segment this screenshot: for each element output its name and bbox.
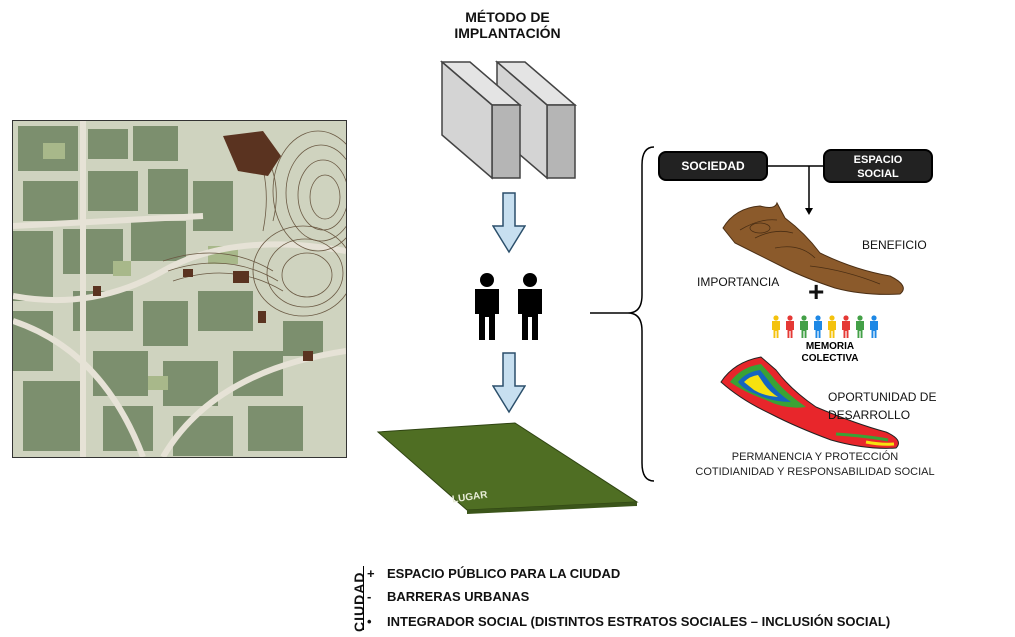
memoria-colectiva-label: MEMORIA COLECTIVA (795, 341, 865, 365)
implantation-blocks-icon (440, 60, 578, 180)
person-figure-icon (814, 315, 822, 338)
memoria-line-1: MEMORIA (805, 341, 855, 352)
site-map-illustration (13, 121, 346, 457)
oportunidad-line-2: DESARROLLO (828, 408, 911, 422)
ciudad-vertical-label: CIUDAD (351, 571, 367, 632)
legend-item: -BARRERAS URBANAS (367, 589, 530, 604)
cotidianidad-label: COTIDIANIDAD Y RESPONSABILIDAD SOCIAL (695, 466, 935, 478)
legend-divider (363, 566, 364, 630)
ciudad-legend: CIUDAD +ESPACIO PÚBLICO PARA LA CIUDAD -… (351, 562, 1010, 634)
title-line-1: MÉTODO DE (465, 9, 550, 25)
person-figure-icon (800, 315, 808, 338)
arrow-down-icon (492, 352, 526, 414)
people-icon (475, 273, 542, 340)
title-line-2: IMPLANTACIÓN (454, 25, 561, 41)
espacio-line-1: ESPACIO (853, 154, 903, 166)
diagram-title: MÉTODO DE IMPLANTACIÓN (420, 9, 595, 41)
terrain-model-colored (720, 356, 899, 449)
memoria-line-2: COLECTIVA (801, 353, 859, 364)
plus-icon: + (808, 276, 825, 307)
espacio-social-pill: ESPACIO SOCIAL (823, 149, 933, 183)
curly-brace (590, 146, 655, 482)
legend-item: +ESPACIO PÚBLICO PARA LA CIUDAD (367, 566, 621, 581)
person-figure-icon (828, 315, 836, 338)
person-figure-icon (786, 315, 794, 338)
person-figure-icon (842, 315, 850, 338)
person-figure-icon (856, 315, 864, 338)
site-map-image (12, 120, 347, 458)
arrow-down-icon (492, 192, 526, 254)
importancia-label: IMPORTANCIA (697, 275, 780, 289)
terrain-model-brown (722, 201, 904, 295)
person-figure-icon (870, 315, 878, 338)
legend-item: •INTEGRADOR SOCIAL (DISTINTOS ESTRATOS S… (367, 614, 891, 629)
person-figure-icon (772, 315, 780, 338)
espacio-line-2: SOCIAL (857, 168, 899, 180)
connector-lines (766, 165, 826, 215)
beneficio-label: BENEFICIO (862, 238, 927, 252)
permanencia-label: PERMANENCIA Y PROTECCIÓN (731, 451, 899, 463)
sociedad-pill: SOCIEDAD (658, 151, 768, 181)
oportunidad-line-1: OPORTUNIDAD DE (828, 390, 937, 404)
ground-plane (376, 422, 639, 514)
oportunidad-label: OPORTUNIDAD DE DESARROLLO (828, 388, 936, 424)
colored-people-icons (772, 315, 878, 338)
